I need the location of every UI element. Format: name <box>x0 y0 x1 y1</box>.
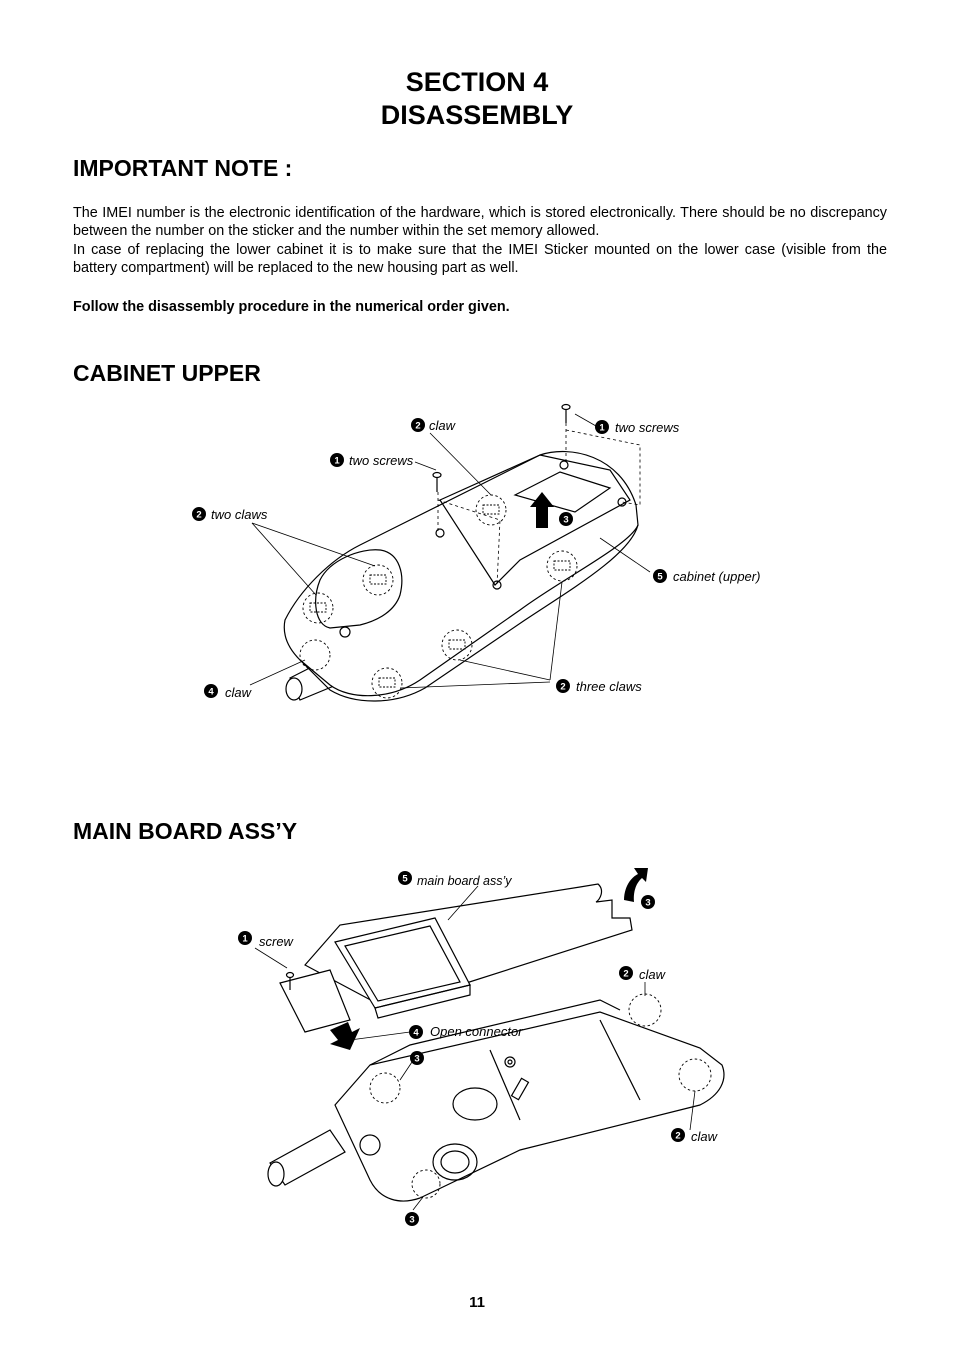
svg-text:1: 1 <box>599 423 605 434</box>
marker-3-lift: 3 <box>559 512 573 526</box>
lower-case-outline <box>334 1011 725 1202</box>
label-screw: screw <box>259 934 295 949</box>
label-two-screws-left: two screws <box>349 453 414 468</box>
marker-2-claw-top: 2 <box>411 418 425 432</box>
svg-text:5: 5 <box>657 572 663 583</box>
label-claw-top: claw <box>429 418 457 433</box>
imei-paragraph-2: In case of replacing the lower cabinet i… <box>73 242 887 276</box>
main-board-diagram: 5 main board ass’y 3 1 screw 2 claw 4 Op… <box>238 868 725 1226</box>
label-three-claws: three claws <box>576 679 642 694</box>
svg-text:2: 2 <box>560 682 565 693</box>
cabinet-upper-heading: CABINET UPPER <box>73 360 261 386</box>
screw-icon-right <box>561 403 571 423</box>
marker-4-claw-bottom: 4 <box>204 684 218 698</box>
important-note-heading: IMPORTANT NOTE : <box>73 155 293 181</box>
label-cabinet-upper: cabinet (upper) <box>673 569 760 584</box>
marker-1-screw: 1 <box>238 931 252 945</box>
svg-text:3: 3 <box>414 1054 419 1065</box>
svg-text:1: 1 <box>242 934 248 945</box>
marker-2-three-claws: 2 <box>556 679 570 693</box>
marker-2-claw-top: 2 <box>619 966 633 980</box>
svg-text:2: 2 <box>196 510 201 521</box>
push-arrow-icon <box>330 1022 360 1050</box>
marker-4-open-connector: 4 <box>409 1025 423 1039</box>
svg-text:2: 2 <box>623 969 628 980</box>
marker-3-bottom: 3 <box>405 1212 419 1226</box>
buzzer <box>432 1143 478 1181</box>
marker-2-claw-bottom: 2 <box>671 1128 685 1142</box>
label-claw-top: claw <box>639 967 667 982</box>
svg-text:3: 3 <box>645 898 650 909</box>
marker-3-claw-left: 3 <box>410 1051 424 1065</box>
section-number: SECTION 4 <box>405 67 549 97</box>
svg-text:1: 1 <box>334 456 340 467</box>
screw-icon <box>285 971 295 990</box>
imei-paragraph-1: The IMEI number is the electronic identi… <box>73 205 887 239</box>
svg-text:3: 3 <box>563 515 568 526</box>
svg-text:4: 4 <box>208 687 214 698</box>
label-main-board: main board ass’y <box>417 874 512 888</box>
cabinet-upper-diagram: 2 claw 1 two screws 1 two screws 2 two c… <box>192 403 760 702</box>
marker-5-main-board: 5 <box>398 871 412 885</box>
coin-battery <box>452 1087 498 1121</box>
label-claw-bottom: claw <box>691 1129 719 1144</box>
label-two-claws: two claws <box>211 507 268 522</box>
label-open-connector: Open connector <box>430 1024 523 1039</box>
screw-icon-left <box>432 471 442 492</box>
svg-text:2: 2 <box>675 1131 680 1142</box>
svg-text:3: 3 <box>409 1215 414 1226</box>
phone-body-outline <box>283 450 639 697</box>
marker-3-lift-board: 3 <box>641 895 655 909</box>
marker-5-cabinet-upper: 5 <box>653 569 667 583</box>
svg-text:4: 4 <box>413 1028 419 1039</box>
lift-arrow-icon <box>530 492 554 528</box>
marker-1-two-screws-left: 1 <box>330 453 344 467</box>
page-number: 11 <box>469 1294 485 1311</box>
lift-arrow-icon <box>624 868 648 902</box>
label-claw-bottom: claw <box>225 685 253 700</box>
procedure-note: Follow the disassembly procedure in the … <box>73 299 510 315</box>
main-board-heading: MAIN BOARD ASS’Y <box>73 818 298 844</box>
svg-text:5: 5 <box>402 874 408 885</box>
marker-2-two-claws: 2 <box>192 507 206 521</box>
marker-1-two-screws-right: 1 <box>595 420 609 434</box>
svg-text:2: 2 <box>415 421 420 432</box>
label-two-screws-right: two screws <box>615 420 680 435</box>
section-title: DISASSEMBLY <box>380 100 574 130</box>
